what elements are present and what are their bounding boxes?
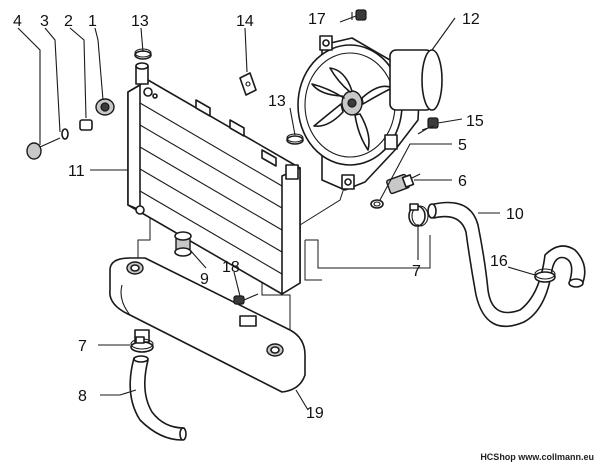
thermo-switch bbox=[386, 173, 421, 195]
radiator bbox=[127, 62, 301, 295]
clip-13-right bbox=[286, 133, 304, 145]
bracket-14 bbox=[239, 72, 257, 96]
screw-18 bbox=[233, 293, 259, 305]
callout-8: 8 bbox=[78, 388, 87, 405]
screw-17 bbox=[339, 9, 367, 23]
callout-16: 16 bbox=[490, 253, 508, 270]
callout-5: 5 bbox=[458, 137, 467, 154]
sealing-washer bbox=[370, 199, 384, 209]
callout-numbers: 4 3 2 1 13 14 17 12 13 15 11 5 6 10 7 16… bbox=[13, 11, 524, 422]
rubber-bush bbox=[95, 98, 115, 116]
hose-clamp-16 bbox=[534, 268, 556, 283]
callout-13-top: 13 bbox=[131, 13, 149, 30]
cooling-fan bbox=[297, 35, 443, 191]
screw-15 bbox=[417, 117, 439, 135]
callout-9: 9 bbox=[200, 271, 209, 288]
callout-4: 4 bbox=[13, 13, 22, 30]
leader-lines bbox=[17, 12, 536, 411]
washer bbox=[61, 128, 69, 140]
hose-clamp-upper bbox=[408, 203, 429, 227]
callout-7-upper: 7 bbox=[412, 263, 421, 280]
callout-1: 1 bbox=[88, 13, 97, 30]
callout-6: 6 bbox=[458, 173, 467, 190]
rubber-grommet bbox=[174, 231, 192, 257]
callout-7-lower: 7 bbox=[78, 338, 87, 355]
hose-lower bbox=[129, 355, 187, 441]
callout-14: 14 bbox=[236, 13, 254, 30]
callout-11: 11 bbox=[68, 163, 85, 180]
hose-upper bbox=[427, 201, 586, 327]
expansion-tank bbox=[109, 257, 306, 393]
callout-15: 15 bbox=[466, 113, 484, 130]
callout-3: 3 bbox=[40, 13, 49, 30]
callout-18: 18 bbox=[222, 259, 240, 276]
callout-12: 12 bbox=[462, 11, 480, 28]
bolt bbox=[26, 137, 61, 160]
callout-13-right: 13 bbox=[268, 93, 286, 110]
callout-2: 2 bbox=[64, 13, 73, 30]
callout-19: 19 bbox=[306, 405, 324, 422]
callout-17: 17 bbox=[308, 11, 326, 28]
callout-10: 10 bbox=[506, 206, 524, 223]
spacer bbox=[79, 119, 93, 131]
hose-clamp-lower bbox=[130, 336, 154, 353]
watermark: HCShop www.collmann.eu bbox=[480, 452, 594, 462]
